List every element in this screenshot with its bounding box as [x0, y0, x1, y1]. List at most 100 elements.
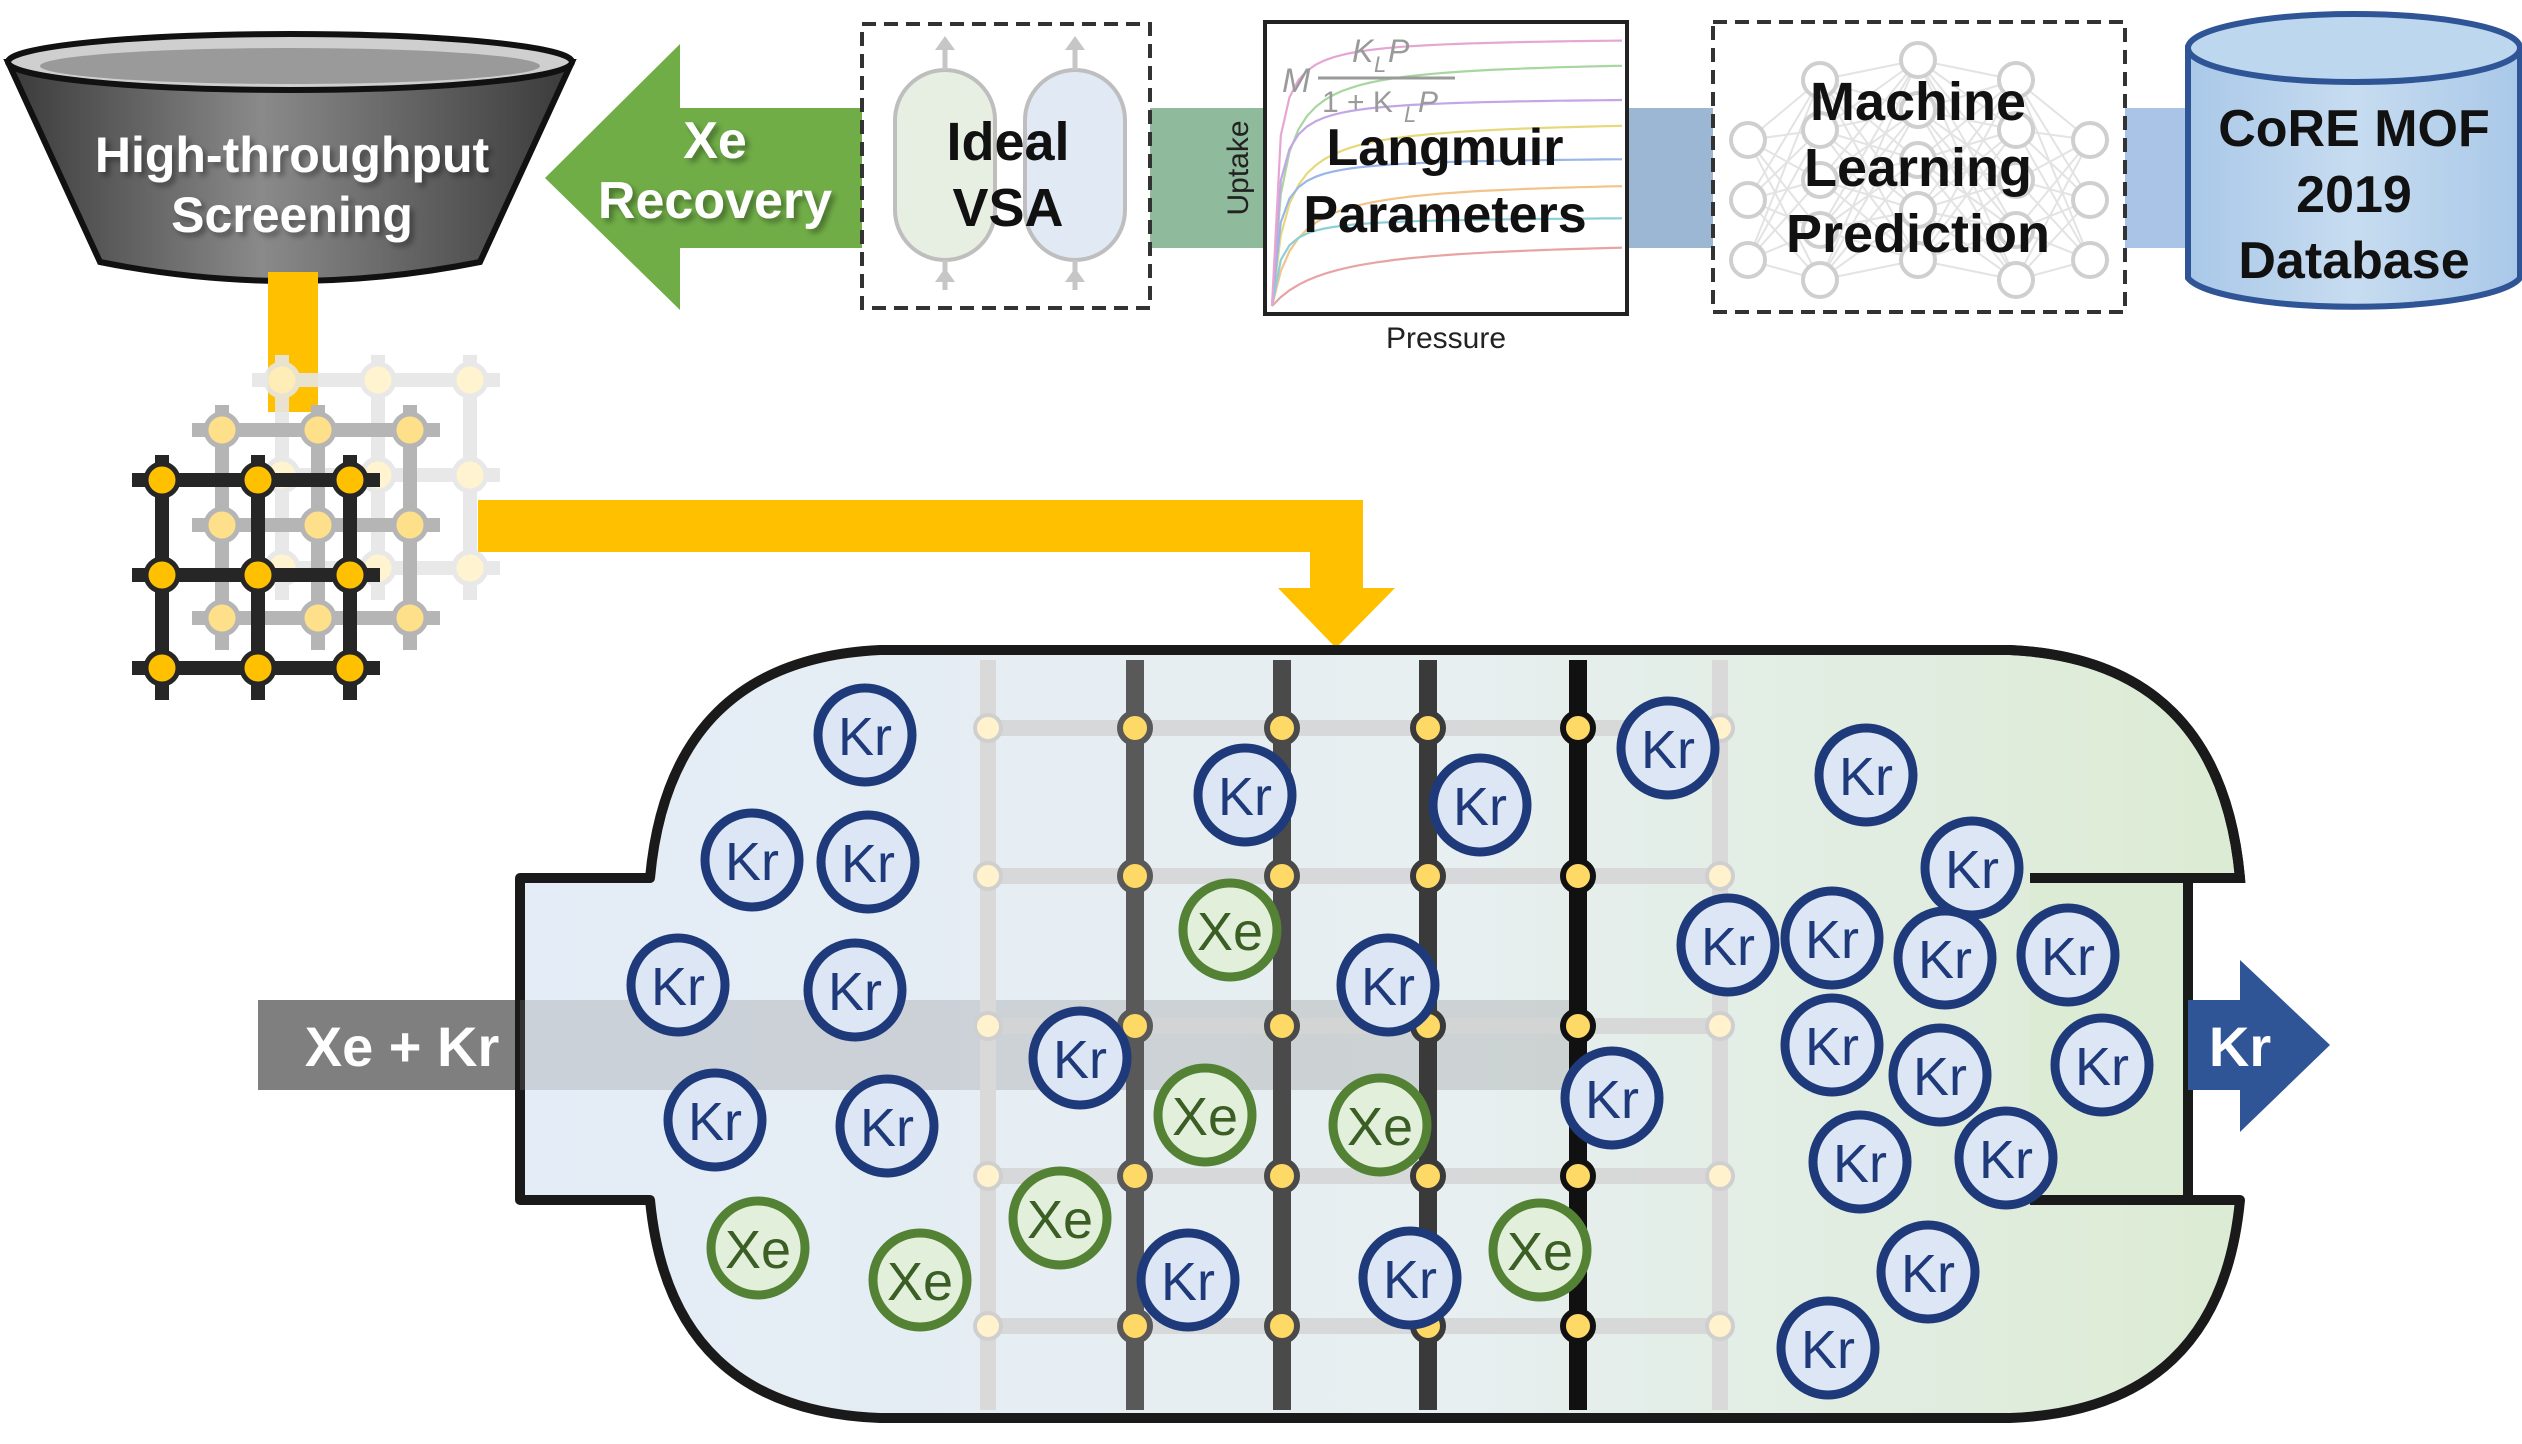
- mof-node: [299, 411, 337, 449]
- svg-text:P: P: [1388, 33, 1410, 69]
- mof-node: [203, 599, 241, 637]
- svg-text:Kr: Kr: [1918, 930, 1972, 990]
- isotherm-curve: [1270, 64, 1623, 307]
- kr-molecule: Kr: [1814, 723, 1918, 827]
- kr-molecule: Kr: [803, 938, 907, 1042]
- mof-lattice-icon: [132, 355, 500, 700]
- svg-text:Kr: Kr: [1839, 747, 1893, 807]
- framework-node: [1117, 1308, 1153, 1344]
- recovery-label-line1: Xe: [683, 112, 747, 170]
- svg-text:Kr: Kr: [1453, 777, 1507, 837]
- database-label-line2: 2019: [2296, 166, 2412, 224]
- product-label: Kr: [2209, 1015, 2271, 1078]
- framework-node: [1560, 1308, 1596, 1344]
- svg-text:Kr: Kr: [1979, 1130, 2033, 1190]
- network-node: [2071, 121, 2109, 159]
- mof-node: [143, 556, 181, 594]
- kr-molecule: Kr: [1358, 1226, 1462, 1330]
- svg-text:Kr: Kr: [1701, 917, 1755, 977]
- kr-molecule: Kr: [1920, 816, 2024, 920]
- network-node: [1801, 61, 1839, 99]
- svg-text:Kr: Kr: [1218, 767, 1272, 827]
- kr-product-arrow: Kr: [2188, 960, 2330, 1132]
- kr-molecule: Kr: [1780, 886, 1884, 990]
- mof-node: [451, 361, 489, 399]
- isotherm-curve: [1270, 185, 1623, 307]
- xe-molecule: Xe: [868, 1228, 972, 1332]
- network-node: [1899, 41, 1937, 79]
- framework-node: [1117, 710, 1153, 746]
- framework-node: [973, 861, 1003, 891]
- framework-node: [1705, 1161, 1735, 1191]
- framework-node: [973, 1011, 1003, 1041]
- kr-molecule: Kr: [1336, 933, 1440, 1037]
- vsa-columns-icon: [893, 36, 1127, 290]
- screening-label-line2: Screening: [171, 187, 413, 243]
- svg-text:Xe: Xe: [725, 1220, 791, 1280]
- recovery-label-line2: Recovery: [598, 172, 832, 230]
- mof-node: [359, 361, 397, 399]
- isotherm-curve: [1270, 217, 1623, 307]
- kr-molecule: Kr: [1888, 1023, 1992, 1127]
- svg-text:Xe: Xe: [1197, 902, 1263, 962]
- svg-text:L: L: [1404, 102, 1416, 127]
- xe-molecule: Xe: [1328, 1073, 1432, 1177]
- network-node: [1997, 161, 2035, 199]
- kr-molecule: Kr: [1428, 753, 1532, 857]
- network-node: [1899, 191, 1937, 229]
- langmuir-ylabel: Uptake: [1222, 120, 1255, 215]
- xe-recovery-arrow: Xe Recovery: [545, 44, 868, 310]
- framework-node: [1705, 1311, 1735, 1341]
- isotherm-curve: [1270, 124, 1623, 307]
- langmuir-title-line1: Langmuir: [1327, 119, 1564, 177]
- mof-node: [239, 649, 277, 687]
- network-node: [1899, 141, 1937, 179]
- xe-molecule: Xe: [1153, 1063, 1257, 1167]
- kr-molecule: Kr: [1136, 1228, 1240, 1332]
- svg-text:Kr: Kr: [1833, 1134, 1887, 1194]
- mof-node: [451, 456, 489, 494]
- network-node: [1899, 91, 1937, 129]
- mof-node: [299, 599, 337, 637]
- mof-node: [331, 649, 369, 687]
- network-node: [1801, 261, 1839, 299]
- kr-molecule: Kr: [626, 933, 730, 1037]
- framework-node: [1264, 1158, 1300, 1194]
- kr-molecule: Kr: [1780, 993, 1884, 1097]
- kr-molecule: Kr: [1616, 696, 1720, 800]
- network-node: [2071, 241, 2109, 279]
- svg-text:Kr: Kr: [2075, 1037, 2129, 1097]
- network-node: [1997, 261, 2035, 299]
- kr-molecule: Kr: [1560, 1046, 1664, 1150]
- network-node: [1801, 161, 1839, 199]
- mof-node: [263, 361, 301, 399]
- kr-molecule: Kr: [813, 683, 917, 787]
- svg-text:L: L: [1374, 52, 1386, 77]
- svg-text:Kr: Kr: [688, 1092, 742, 1152]
- svg-text:Kr: Kr: [2041, 927, 2095, 987]
- database-cylinder-icon: CoRE MOF 2019 Database: [2185, 11, 2522, 310]
- kr-molecule: Kr: [1808, 1110, 1912, 1214]
- svg-text:Xe: Xe: [1172, 1087, 1238, 1147]
- framework-node: [1264, 1308, 1300, 1344]
- mof-node: [331, 556, 369, 594]
- mof-node: [203, 411, 241, 449]
- mof-node: [391, 506, 429, 544]
- machine-learning-box: Machine Learning Prediction: [1711, 20, 2127, 314]
- screening-label-line1: High-throughput: [95, 127, 490, 183]
- kr-molecule: Kr: [1776, 1296, 1880, 1400]
- mof-node: [143, 649, 181, 687]
- ml-label-line1: Machine: [1810, 72, 2026, 132]
- svg-text:Kr: Kr: [1641, 720, 1695, 780]
- database-label-line1: CoRE MOF: [2218, 100, 2490, 158]
- mof-node: [203, 506, 241, 544]
- svg-text:Xe: Xe: [1027, 1190, 1093, 1250]
- feed-label: Xe + Kr: [305, 1015, 500, 1078]
- langmuir-xlabel: Pressure: [1386, 322, 1506, 355]
- framework-node: [1705, 1011, 1735, 1041]
- svg-text:Kr: Kr: [725, 832, 779, 892]
- svg-text:Kr: Kr: [1945, 840, 1999, 900]
- svg-text:P: P: [1418, 86, 1438, 119]
